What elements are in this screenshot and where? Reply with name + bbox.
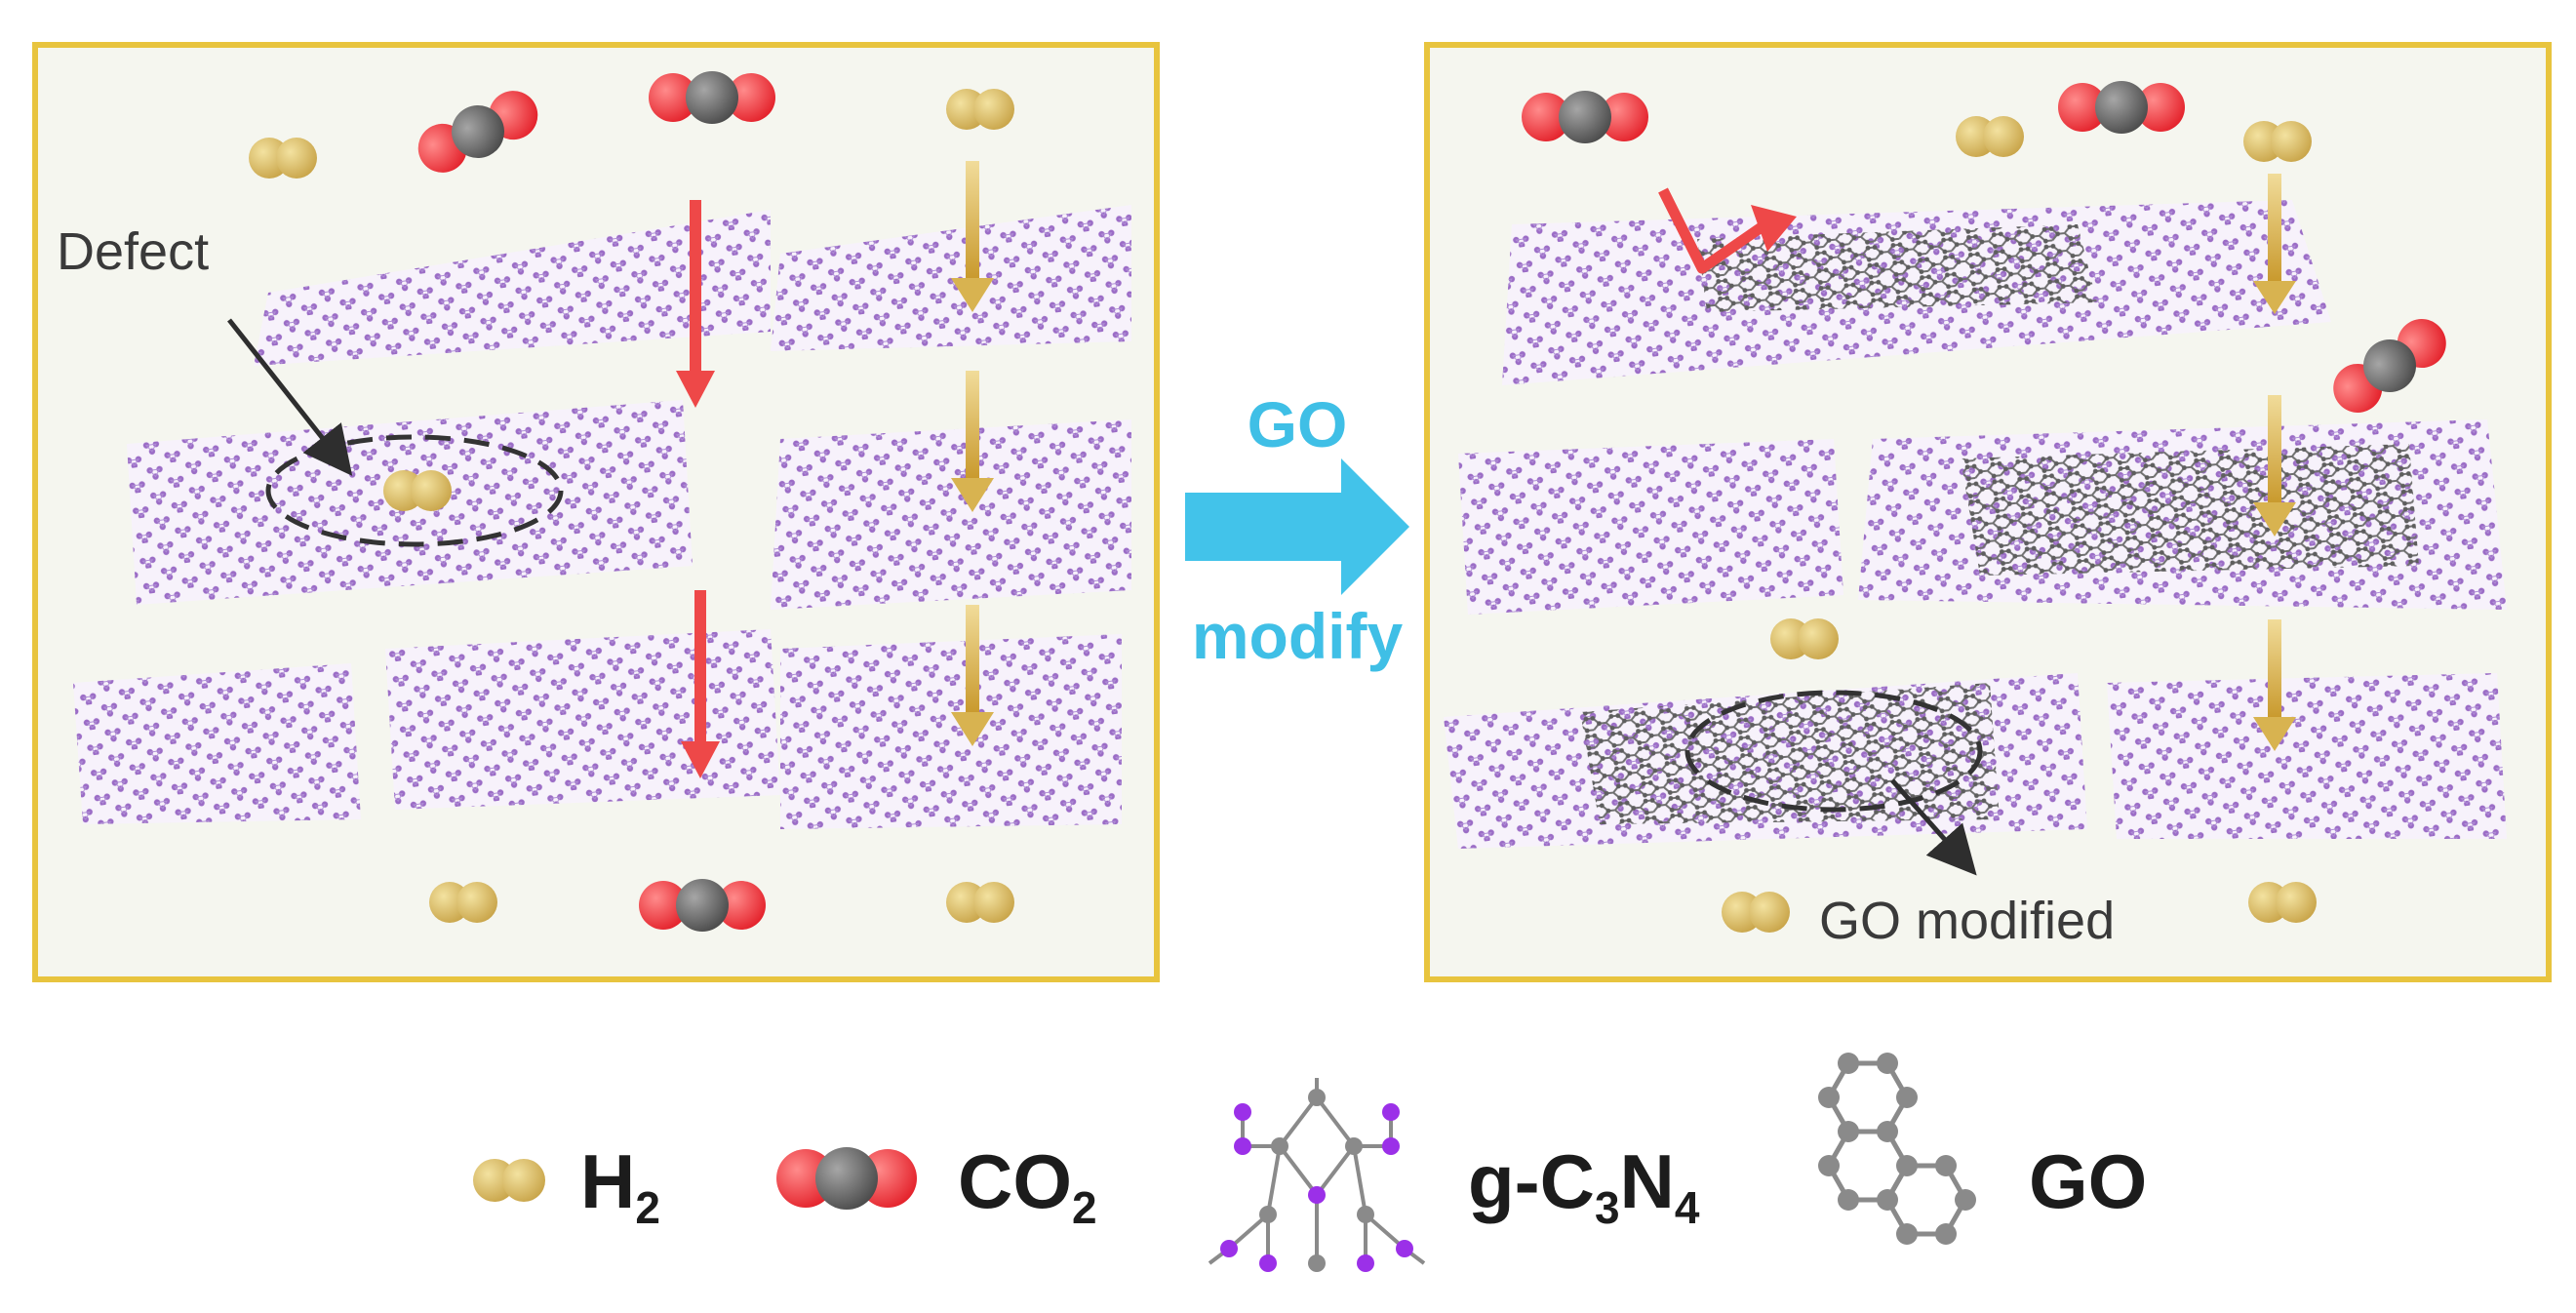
co2-molecule xyxy=(1522,91,1648,143)
h2-molecule-icon xyxy=(473,1159,545,1202)
co2-rejection-arrowhead xyxy=(1751,205,1797,252)
h2-molecule xyxy=(2248,882,2317,923)
left-membrane-layer-3 xyxy=(73,629,1122,829)
defect-label: Defect xyxy=(57,222,209,281)
h2-path-arrow xyxy=(2253,395,2296,537)
legend-go-label: GO xyxy=(2029,1138,2147,1224)
h2-path-arrow xyxy=(951,161,994,312)
co2-path-arrow xyxy=(676,200,715,408)
h2-molecule xyxy=(2243,121,2312,162)
h2-molecule xyxy=(429,882,497,923)
process-label-go: GO xyxy=(1248,388,1348,460)
h2-path-arrow xyxy=(2253,174,2296,314)
right-membrane-layer-3 xyxy=(1444,673,2507,849)
h2-path-arrow xyxy=(951,371,994,512)
h2-path-arrow xyxy=(951,605,994,746)
co2-molecule xyxy=(649,71,775,124)
co2-molecule-icon xyxy=(776,1147,917,1210)
co2-molecule xyxy=(639,879,766,932)
co2-molecule xyxy=(417,91,538,173)
co2-molecule xyxy=(2058,81,2185,134)
go-modified-pointer-arrow xyxy=(1890,778,1977,876)
h2-path-arrow xyxy=(2253,619,2296,751)
co2-molecule xyxy=(2333,319,2446,413)
go-modify-process-arrow xyxy=(1185,458,1409,595)
legend-h2-label: H2 xyxy=(580,1138,660,1233)
h2-molecule xyxy=(1956,116,2024,157)
h2-molecule xyxy=(383,470,452,511)
go-modified-ellipse xyxy=(1684,690,1983,813)
go-modified-label: GO modified xyxy=(1819,892,2115,950)
h2-molecule xyxy=(1770,618,1839,659)
g-c3n4-lattice-icon xyxy=(1208,1078,1426,1272)
h2-molecule xyxy=(249,138,317,179)
defect-ellipse xyxy=(265,434,564,547)
right-membrane-layer-1 xyxy=(1502,200,2331,385)
process-label-modify: modify xyxy=(1192,600,1404,672)
defect-pointer-arrow xyxy=(227,318,353,476)
co2-path-arrow xyxy=(681,590,720,778)
h2-molecule xyxy=(946,89,1014,130)
legend-co2-label: CO2 xyxy=(958,1138,1097,1233)
go-lattice-icon xyxy=(1818,1053,1976,1245)
co2-rejection-arrow xyxy=(1658,187,1769,274)
legend: H2 CO2 xyxy=(473,1053,2147,1272)
right-membrane-layer-2 xyxy=(1458,419,2507,615)
h2-molecule xyxy=(946,882,1014,923)
legend-g-c3n4-label: g-C3N4 xyxy=(1468,1138,1700,1233)
h2-molecule xyxy=(1722,892,1790,933)
